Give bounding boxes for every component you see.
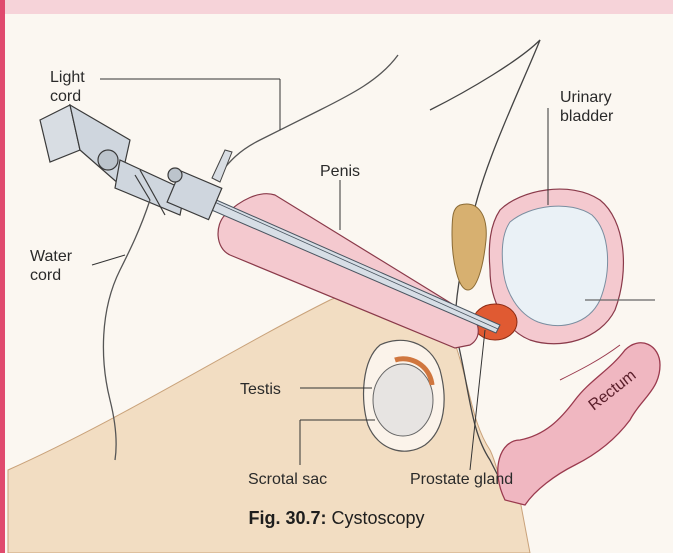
light-cord-label: Light cord [50,68,85,106]
light-cord-connector [212,150,232,182]
figure-number: Fig. 30.7: [248,508,326,528]
figure-title: Cystoscopy [332,508,425,528]
left-border [0,0,5,553]
urinary-bladder-label: Urinary bladder [560,88,613,126]
scrotal-sac-label: Scrotal sac [248,470,327,489]
cystoscope-body [40,105,222,220]
top-border [0,0,673,14]
rectum [498,343,660,505]
penis-label: Penis [320,162,360,181]
water-cord-label: Water cord [30,247,72,285]
light-cord [215,55,398,180]
testis [373,364,433,436]
prostate-gland-label: Prostate gland [410,470,513,489]
figure-caption: Fig. 30.7: Cystoscopy [0,508,673,529]
bladder-lumen [502,206,607,325]
testis-label: Testis [240,380,281,399]
pubic-bone [452,204,486,290]
